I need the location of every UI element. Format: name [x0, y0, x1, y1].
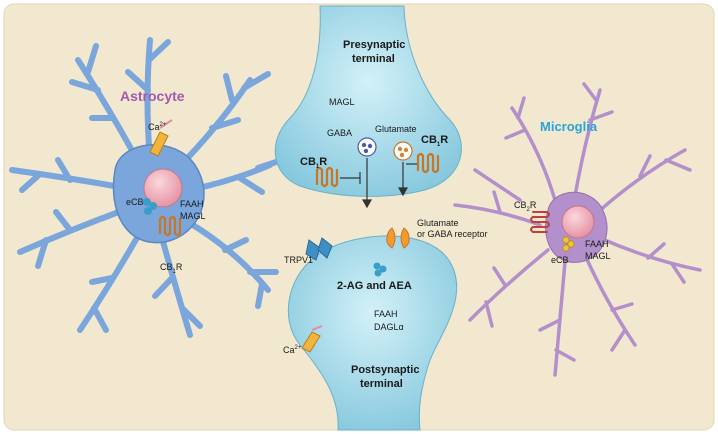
astrocyte-magl-label: MAGL [180, 211, 206, 221]
postsynaptic-label-line1: Postsynaptic [351, 364, 419, 376]
astrocyte-nucleus [143, 168, 183, 208]
astrocyte-ca-channel-icon [149, 119, 173, 157]
release-arrows [361, 158, 409, 209]
receptor-label-line1: Glutamate [417, 218, 459, 228]
gaba-label: GABA [327, 128, 352, 138]
postsynaptic-faah-label: FAAH [374, 309, 398, 319]
astrocyte-ecb-icon [143, 198, 157, 215]
astrocyte-cb1r-label: CB1R [160, 262, 183, 275]
presynaptic-magl-label: MAGL [329, 97, 355, 107]
microglia-title: Microglia [540, 119, 598, 134]
postsynaptic-ca-channel-icon [301, 325, 323, 353]
glutamate-label: Glutamate [375, 124, 417, 134]
glutamate-gaba-receptor-icon [386, 227, 410, 249]
presynaptic-label-line1: Presynaptic [343, 39, 405, 51]
presynaptic-cb1r-left-label: CB1R [300, 156, 327, 170]
astrocyte-ca-label: Ca2+ [148, 122, 167, 132]
microglia-cb2r-receptor-icon [530, 211, 550, 233]
microglia-magl-label: MAGL [585, 251, 611, 261]
presynaptic-label-line2: terminal [352, 53, 395, 65]
glutamate-vesicle-icon [393, 141, 413, 161]
presynaptic-cb1r-right-receptor-icon [416, 152, 440, 174]
trpv1-channel-icon [305, 237, 333, 261]
presynaptic-inhibit-left-line [340, 172, 361, 184]
microglia-ecb-icon [562, 236, 575, 252]
receptor-label-line2: or GABA receptor [417, 229, 488, 239]
ag-aea-icon [373, 262, 387, 277]
ag-aea-label: 2-AG and AEA [337, 280, 412, 292]
presynaptic-cb1r-left-receptor-icon [315, 166, 339, 188]
microglia-nucleus [561, 205, 595, 239]
presynaptic-terminal [274, 5, 462, 197]
presynaptic-cb1r-right-label: CB1R [421, 134, 448, 148]
dagl-label: DAGLα [374, 322, 404, 332]
astrocyte-faah-label: FAAH [180, 199, 204, 209]
gaba-vesicle-icon [357, 137, 377, 157]
microglia-cb2r-label: CB2R [514, 200, 537, 213]
astrocyte-cb1r-receptor-icon [158, 215, 182, 237]
microglia-ecb-label: eCB [551, 255, 569, 265]
postsynaptic-ca-label: Ca2+ [283, 345, 302, 355]
postsynaptic-label-line2: terminal [360, 378, 403, 390]
astrocyte-ecb-label: eCB [126, 197, 144, 207]
astrocyte-title: Astrocyte [120, 88, 185, 104]
trpv1-label: TRPV1 [284, 255, 313, 265]
microglia-faah-label: FAAH [585, 239, 609, 249]
